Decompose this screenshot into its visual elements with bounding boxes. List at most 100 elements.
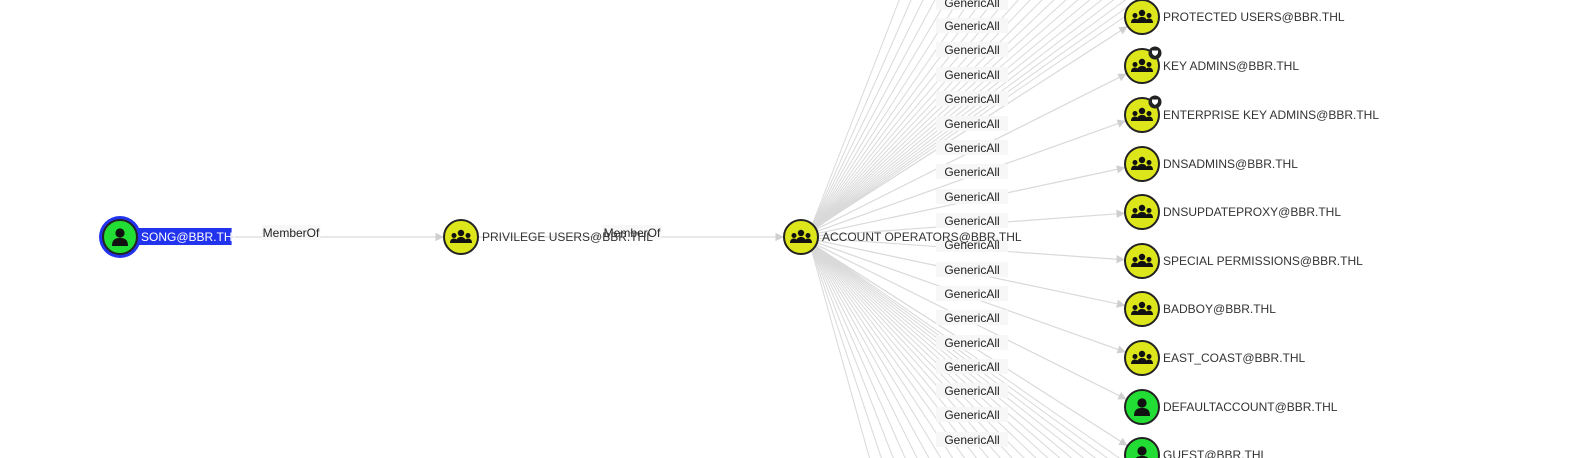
edge-label-offscreen[interactable]: GenericAll (936, 262, 1008, 277)
fan-edge (808, 240, 1013, 458)
edge-label-text: GenericAll (944, 165, 999, 179)
fan-edge (808, 240, 906, 458)
fan-edge (808, 240, 1049, 458)
fan-edge (808, 240, 882, 458)
fan-edge (808, 0, 1067, 234)
edge-label-acctops-dnsupdateproxy[interactable]: GenericAll (936, 213, 1008, 228)
group-icon (1131, 350, 1153, 364)
node-label: ACCOUNT OPERATORS@BBR.THL (822, 230, 1022, 244)
fan-edge (808, 240, 966, 458)
fan-edge (808, 240, 1097, 458)
edge-label-acctops-badboy[interactable]: GenericAll (936, 286, 1008, 301)
edge-label-bg (936, 335, 1008, 350)
fan-edge (808, 0, 1055, 234)
edge-label-text: MemberOf (604, 226, 661, 240)
fan-edge (808, 0, 1007, 234)
fan-edge (808, 0, 912, 234)
fan-edge (808, 240, 870, 458)
node-label: DNSUPDATEPROXY@BBR.THL (1163, 205, 1341, 219)
fan-edge (808, 240, 894, 458)
node-dnsupdateproxy[interactable]: DNSUPDATEPROXY@BBR.THL (1124, 194, 1341, 230)
fan-edge (808, 240, 989, 458)
edge-label-text: GenericAll (944, 336, 999, 350)
node-eastcoast[interactable]: EAST_COAST@BBR.THL (1124, 340, 1306, 376)
edge-label-offscreen[interactable]: GenericAll (936, 359, 1008, 374)
group-icon (1131, 107, 1153, 121)
node-specialperm[interactable]: SPECIAL PERMISSIONS@BBR.THL (1124, 243, 1363, 279)
fan-edge (808, 240, 1085, 458)
edge-label-bg (261, 225, 321, 240)
node-acctops[interactable]: ACCOUNT OPERATORS@BBR.THL (783, 219, 1022, 255)
node-label: GUEST@BBR.THL (1163, 448, 1268, 458)
edge-label-offscreen[interactable]: GenericAll (936, 140, 1008, 155)
fan-edge (808, 240, 1001, 458)
fan-edge (808, 0, 984, 234)
fan-edge (808, 0, 972, 234)
edge-label-acctops-specialperm[interactable]: GenericAll (936, 237, 1008, 252)
fan-edge (808, 0, 1150, 234)
edge-label-offscreen[interactable]: GenericAll (936, 42, 1008, 57)
group-icon (1131, 204, 1153, 218)
fan-edge (808, 0, 1127, 234)
edge-label-acctops-protected[interactable]: GenericAll (936, 18, 1008, 33)
edge-label-text: GenericAll (944, 384, 999, 398)
edge-label-text: GenericAll (944, 92, 999, 106)
edge-label-bg (936, 432, 1008, 447)
group-icon (1131, 253, 1153, 267)
edge-label-text: GenericAll (944, 287, 999, 301)
shield-badge-icon (1148, 95, 1162, 109)
edge-label-text: GenericAll (944, 43, 999, 57)
edge-label-text: GenericAll (944, 214, 999, 228)
edge-label-bg (936, 189, 1008, 204)
edge-label-acctops-guest[interactable]: GenericAll (936, 407, 1008, 422)
group-icon (1131, 301, 1153, 315)
fan-edge (808, 0, 948, 234)
edge-label-acctops-eastcoast[interactable]: GenericAll (936, 335, 1008, 350)
node-entkeyadmins[interactable]: ENTERPRISE KEY ADMINS@BBR.THL (1124, 95, 1379, 133)
edge-label-privilege-acctops[interactable]: MemberOf (602, 225, 662, 240)
user-icon (112, 228, 128, 246)
edge-label-acctops-keyadmins[interactable]: GenericAll (936, 67, 1008, 82)
edge-label-bg (936, 116, 1008, 131)
edge-label-offscreen[interactable]: GenericAll (936, 310, 1008, 325)
shield-badge-icon (1148, 46, 1162, 60)
node-protected[interactable]: PROTECTED USERS@BBR.THL (1124, 0, 1345, 35)
edge-label-bg (936, 286, 1008, 301)
group-icon (450, 229, 472, 243)
offscreen-edge-fan (808, 0, 1150, 458)
edge-label-offscreen[interactable]: GenericAll (936, 432, 1008, 447)
edge-label-bg (936, 0, 1008, 10)
node-song[interactable]: SONG@BBR.THL (99, 216, 240, 258)
edge-label-bg (936, 140, 1008, 155)
group-icon (1131, 156, 1153, 170)
node-dnsadmins[interactable]: DNSADMINS@BBR.THL (1124, 146, 1298, 182)
node-defaultaccount[interactable]: DEFAULTACCOUNT@BBR.THL (1124, 389, 1338, 425)
edge-label-acctops-entkeyadmins[interactable]: GenericAll (936, 116, 1008, 131)
edge-label-song-privilege[interactable]: MemberOf (261, 225, 321, 240)
edge-label-bg (936, 407, 1008, 422)
fan-edge (808, 240, 978, 458)
fan-edge (808, 240, 1037, 458)
node-label: PRIVILEGE USERS@BBR.THL (482, 230, 653, 244)
fan-edge (808, 240, 1025, 458)
node-label: KEY ADMINS@BBR.THL (1163, 59, 1299, 73)
node-keyadmins[interactable]: KEY ADMINS@BBR.THL (1124, 46, 1299, 84)
edge-label-bg (936, 262, 1008, 277)
fan-edge (808, 240, 942, 458)
fan-edge (808, 0, 1019, 234)
edge-label-offscreen[interactable]: GenericAll (936, 189, 1008, 204)
edge-label-offscreen[interactable]: GenericAll (936, 0, 1008, 10)
group-icon (1131, 58, 1153, 72)
edge-label-acctops-defaultaccount[interactable]: GenericAll (936, 383, 1008, 398)
edge-label-acctops-dnsadmins[interactable]: GenericAll (936, 164, 1008, 179)
node-badboy[interactable]: BADBOY@BBR.THL (1124, 291, 1276, 327)
fan-edge (808, 240, 930, 458)
fan-edge (808, 240, 1121, 458)
node-label: DNSADMINS@BBR.THL (1163, 157, 1298, 171)
node-label: BADBOY@BBR.THL (1163, 302, 1276, 316)
edge-label-offscreen[interactable]: GenericAll (936, 91, 1008, 106)
node-guest[interactable]: GUEST@BBR.THL (1124, 437, 1268, 458)
node-privilege[interactable]: PRIVILEGE USERS@BBR.THL (443, 219, 653, 255)
fan-edge (808, 0, 996, 234)
